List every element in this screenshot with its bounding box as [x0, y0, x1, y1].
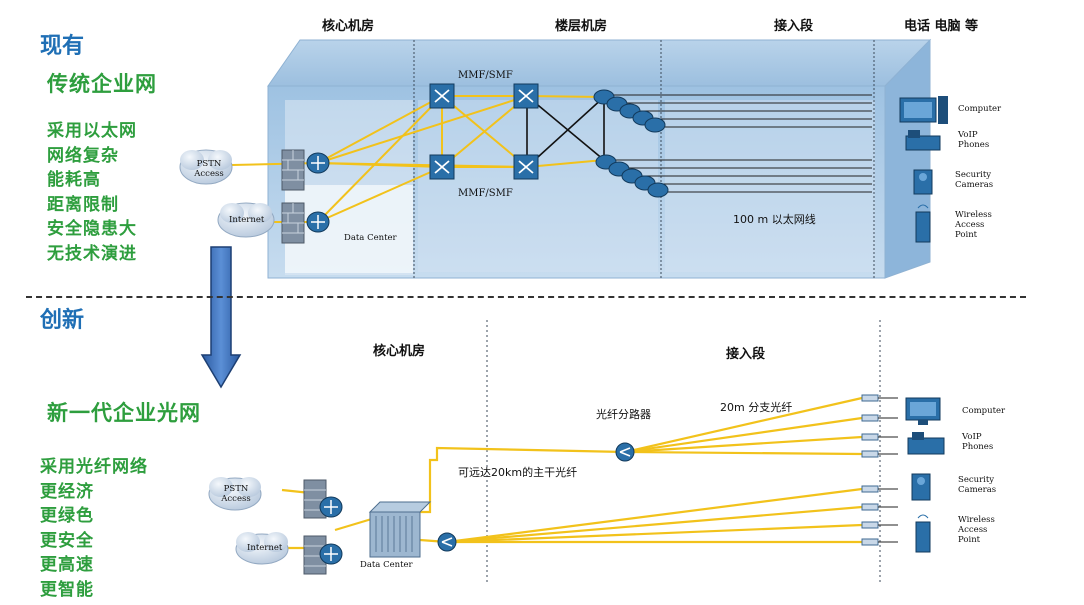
- bullet-item: 安全隐患大: [47, 219, 137, 239]
- splitter-icon: [437, 532, 457, 552]
- innovation-section-title: 创新: [40, 308, 85, 333]
- splitter-label: 光纤分路器: [596, 408, 651, 421]
- pstn-label: PSTN Access: [194, 159, 224, 179]
- device-label: Computer: [962, 406, 1006, 416]
- traditional-network-diagram: [179, 38, 948, 279]
- optical-network-diagram: [208, 320, 945, 585]
- phone-icon: [907, 432, 945, 455]
- bullet-item: 更安全: [40, 530, 94, 551]
- internet-cloud-icon: [217, 202, 275, 238]
- bullet-item: 更绿色: [40, 506, 94, 526]
- transition-arrow-icon: [200, 246, 242, 389]
- device-label: Computer: [958, 104, 1002, 114]
- switch-icon: [429, 83, 455, 109]
- trunk-fiber-label: 可远达20km的主干光纤: [458, 466, 578, 479]
- zone-header: 核心机房: [373, 344, 426, 359]
- device-label: VoIP Phones: [958, 130, 990, 150]
- wireless-ap-icon: [915, 204, 931, 243]
- pstn-label: PSTN Access: [221, 484, 251, 504]
- router-icon: [319, 496, 343, 518]
- router-icon: [306, 152, 330, 174]
- optical-network-title: 新一代企业光网: [47, 401, 201, 425]
- pstn-cloud-icon: [208, 477, 262, 511]
- device-label: Wireless Access Point: [955, 210, 992, 240]
- access-switch-stack-icon: [595, 154, 669, 198]
- wireless-ap-icon: [915, 514, 931, 553]
- bullet-item: 距离限制: [47, 194, 119, 215]
- zone-header: 核心机房: [322, 19, 375, 34]
- firewall-icon: [281, 202, 305, 244]
- splitter-icon: [615, 442, 635, 462]
- optical-bullets: 采用光纤网络 更经济 更绿色 更安全 更高速 更智能: [40, 455, 148, 602]
- zone-header: 楼层机房: [555, 19, 608, 34]
- device-label: VoIP Phones: [962, 432, 994, 452]
- camera-icon: [913, 169, 933, 195]
- internet-label: Internet: [229, 215, 265, 225]
- internet-cloud-icon: [235, 532, 289, 565]
- bullet-item: 采用光纤网络: [40, 457, 148, 477]
- branch-fiber-label: 20m 分支光纤: [720, 401, 793, 414]
- computer-icon: [905, 397, 941, 425]
- bullet-item: 能耗高: [47, 170, 101, 190]
- zone-header: 接入段: [774, 19, 814, 34]
- current-section-title: 现有: [40, 34, 85, 59]
- mmf-label: MMF/SMF: [458, 188, 513, 199]
- switch-icon: [513, 83, 539, 109]
- bullet-item: 更经济: [40, 481, 94, 502]
- computer-icon: [899, 96, 948, 124]
- pstn-cloud-icon: [179, 149, 233, 185]
- bullet-item: 更智能: [40, 579, 94, 600]
- traditional-network-title: 传统企业网: [47, 72, 157, 96]
- olt-chassis-icon: [368, 501, 432, 558]
- datacenter-label: Data Center: [344, 233, 397, 243]
- switch-icon: [429, 154, 455, 180]
- firewall-icon: [281, 149, 305, 191]
- zone-header: 接入段: [726, 347, 766, 362]
- mmf-label: MMF/SMF: [458, 70, 513, 81]
- device-label: Wireless Access Point: [958, 515, 995, 545]
- datacenter-label: Data Center: [360, 560, 413, 570]
- zone-header: 电话 电脑 等: [904, 19, 979, 34]
- internet-label: Internet: [247, 543, 283, 553]
- bullet-item: 无技术演进: [47, 243, 137, 264]
- switch-icon: [513, 154, 539, 180]
- camera-icon: [911, 473, 931, 501]
- cable-label: 100 m 以太网线: [733, 213, 816, 226]
- router-icon: [319, 543, 343, 565]
- access-switch-stack-icon: [593, 89, 666, 133]
- router-icon: [306, 211, 330, 233]
- bullet-item: 更高速: [40, 555, 94, 575]
- bullet-item: 网络复杂: [47, 145, 119, 166]
- phone-icon: [905, 130, 941, 151]
- device-label: Security Cameras: [958, 475, 997, 495]
- device-label: Security Cameras: [955, 170, 994, 190]
- section-divider: [26, 296, 1026, 298]
- bullet-item: 采用以太网: [47, 121, 137, 141]
- traditional-bullets: 采用以太网 网络复杂 能耗高 距离限制 安全隐患大 无技术演进: [47, 119, 137, 266]
